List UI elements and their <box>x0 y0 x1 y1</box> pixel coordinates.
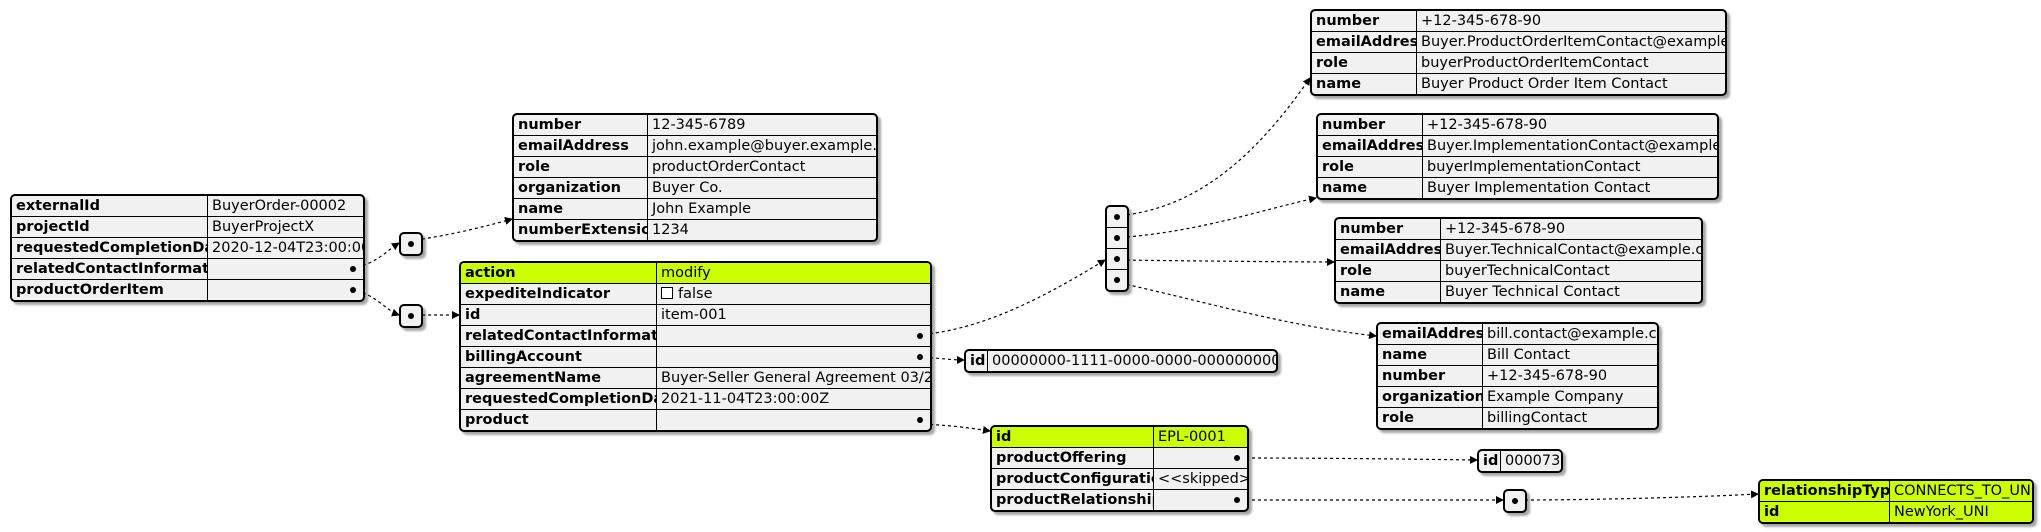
link-cell[interactable] <box>208 259 363 279</box>
connector-dot-icon <box>1512 498 1518 504</box>
connector-dot-icon <box>1234 497 1240 503</box>
table-row: relatedContactInformation <box>461 325 930 346</box>
connector-contact-2 <box>1114 195 1317 239</box>
link-cell[interactable] <box>657 326 930 346</box>
link-cell[interactable] <box>208 280 363 300</box>
connector-contact-4 <box>1114 281 1377 340</box>
table-row: number+12-345-678-90 <box>1312 11 1725 31</box>
table-row: billingAccount <box>461 346 930 367</box>
connector-dot-icon <box>1114 277 1120 283</box>
connector-billing-account <box>917 355 965 364</box>
table-row: productConfiguration<<skipped>> <box>992 468 1247 489</box>
checkbox-icon <box>661 287 673 299</box>
table-row: productOrderItem <box>12 279 363 300</box>
array-cell[interactable] <box>1505 491 1525 511</box>
link-cell[interactable] <box>1154 448 1247 468</box>
connector-item-contacts <box>917 259 1106 336</box>
connector-root-contacts <box>350 242 400 269</box>
connector-dot-icon <box>917 333 923 339</box>
table-row: number+12-345-678-90 <box>1378 365 1657 386</box>
connector-dot-icon <box>1114 235 1120 241</box>
array-cell[interactable] <box>401 234 421 254</box>
connector-dot-icon <box>1114 214 1120 220</box>
table-row: product <box>461 409 930 430</box>
item-contacts-array-node <box>1105 205 1129 292</box>
connector-dot-icon <box>1114 256 1120 262</box>
connector-contact-1 <box>1114 77 1311 217</box>
contacts-array-node <box>399 232 423 256</box>
table-row: relatedContactInformation <box>12 258 363 279</box>
relationship-array-node <box>1503 489 1527 513</box>
table-row: productRelationship <box>992 489 1247 510</box>
link-cell[interactable] <box>657 410 930 430</box>
connector-dot-icon <box>917 417 923 423</box>
link-cell[interactable] <box>1154 490 1247 510</box>
array-cell[interactable] <box>1107 269 1127 290</box>
connector-dot-icon <box>917 354 923 360</box>
connector-root-items <box>350 289 400 317</box>
link-cell[interactable] <box>657 347 930 367</box>
connector-product-offering <box>1233 455 1478 464</box>
connector-dot-icon <box>1234 455 1240 461</box>
connector-dot-icon <box>350 266 356 272</box>
connector-contacts-array <box>409 217 513 242</box>
items-array-node <box>399 304 423 328</box>
connector-contact-3 <box>1114 257 1335 266</box>
table-row: productOffering <box>992 447 1247 468</box>
connector-dot-icon <box>408 313 414 319</box>
array-cell[interactable] <box>1107 207 1127 227</box>
connector-relationship <box>1518 490 1759 501</box>
table-row: requestedCompletionDate2020-12-04T23:00:… <box>12 237 363 258</box>
array-cell[interactable] <box>1107 227 1127 248</box>
table-row: emailAddressjohn.example@buyer.example.c… <box>514 135 876 156</box>
table-row: number+12-345-678-90 <box>1318 115 1717 135</box>
table-row: number+12-345-678-90 <box>1336 219 1701 239</box>
table-row: requestedCompletionDate2021-11-04T23:00:… <box>461 388 930 409</box>
connector-dot-icon <box>408 241 414 247</box>
array-cell[interactable] <box>401 306 421 326</box>
array-cell[interactable] <box>1107 248 1127 269</box>
connector-dot-icon <box>350 287 356 293</box>
